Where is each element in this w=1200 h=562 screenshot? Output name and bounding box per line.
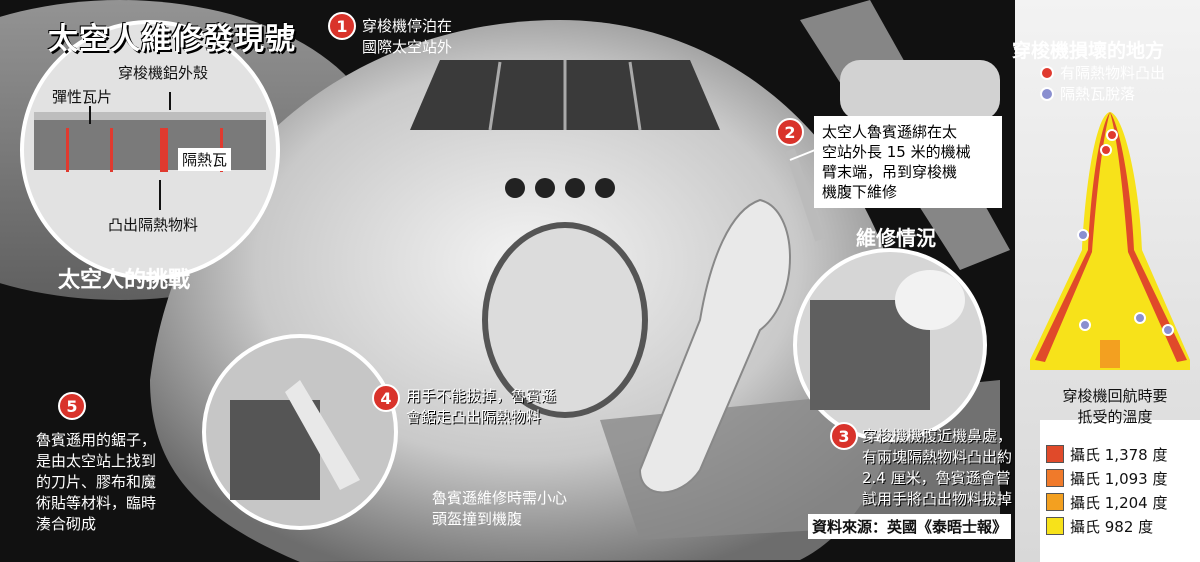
temp-row-4: 攝氏 982 度 bbox=[1046, 514, 1167, 538]
step-badge-2: 2 bbox=[776, 118, 804, 146]
temp-swatch-3 bbox=[1046, 493, 1064, 511]
step-badge-1: 1 bbox=[328, 12, 356, 40]
temp-swatch-1 bbox=[1046, 445, 1064, 463]
damage-title: 穿梭機損壞的地方 bbox=[1012, 40, 1165, 62]
temp-row-2: 攝氏 1,093 度 bbox=[1046, 466, 1167, 490]
source-credit: 資料來源：英國《泰晤士報》 bbox=[808, 514, 1012, 539]
temp-row-1: 攝氏 1,378 度 bbox=[1046, 442, 1167, 466]
step-badge-4: 4 bbox=[372, 384, 400, 412]
challenge-heading: 太空人的挑戰 bbox=[58, 268, 191, 293]
label-aluminium-shell: 穿梭機鋁外殼 bbox=[118, 64, 209, 82]
astronaut bbox=[638, 198, 791, 494]
step-badge-3: 3 bbox=[830, 422, 858, 450]
temperature-title: 穿梭機回航時要 抵受的溫度 bbox=[1062, 387, 1168, 426]
step-2-callout: 太空人魯賓遜綁在太 空站外長 15 米的機械 臂末端，吊到穿梭機 機腹下維修 bbox=[814, 116, 1002, 208]
bottom-right-bg bbox=[1040, 420, 1200, 562]
robotic-arm bbox=[785, 148, 825, 242]
label-protruding-material: 凸出隔熱物料 bbox=[108, 216, 199, 234]
station-module bbox=[840, 60, 1000, 120]
label-heat-tile: 隔熱瓦 bbox=[178, 148, 232, 171]
temp-row-3: 攝氏 1,204 度 bbox=[1046, 490, 1167, 514]
docking-port bbox=[482, 222, 648, 418]
shuttle-heatmap bbox=[1030, 112, 1190, 370]
legend-protruding: 有隔熱物料凸出 bbox=[1040, 62, 1165, 83]
damage-legend: 有隔熱物料凸出 隔熱瓦脫落 bbox=[1040, 62, 1165, 104]
blue-dot-icon bbox=[1040, 86, 1054, 101]
repair-heading: 維修情況 bbox=[856, 226, 936, 250]
temp-swatch-4 bbox=[1046, 517, 1064, 535]
step-3-text: 穿梭機機腹近機鼻處， 有兩塊隔熱物料凸出約 2.4 厘米，魯賓遜會嘗 試用手將凸… bbox=[862, 427, 1013, 508]
step-4-text: 用手不能拔掉，魯賓遜 會鋸走凸出隔熱物料 bbox=[406, 387, 557, 426]
legend-tile-missing: 隔熱瓦脫落 bbox=[1040, 83, 1165, 104]
temperature-legend: 攝氏 1,378 度 攝氏 1,093 度 攝氏 1,204 度 攝氏 982 … bbox=[1046, 442, 1167, 538]
red-dot-icon bbox=[1040, 65, 1054, 80]
caution-note: 魯賓遜維修時需小心 頭盔撞到機腹 bbox=[432, 489, 568, 528]
label-elastic-tile: 彈性瓦片 bbox=[52, 88, 113, 106]
temp-swatch-2 bbox=[1046, 469, 1064, 487]
step-1-text: 穿梭機停泊在 國際太空站外 bbox=[362, 17, 453, 56]
step-badge-5: 5 bbox=[58, 392, 86, 420]
step-5-text: 魯賓遜用的鋸子， 是由太空站上找到 的刀片、膠布和魔 術貼等材料，臨時 湊合砌成 bbox=[36, 431, 157, 533]
page-title: 太空人維修發現號 bbox=[48, 22, 296, 57]
